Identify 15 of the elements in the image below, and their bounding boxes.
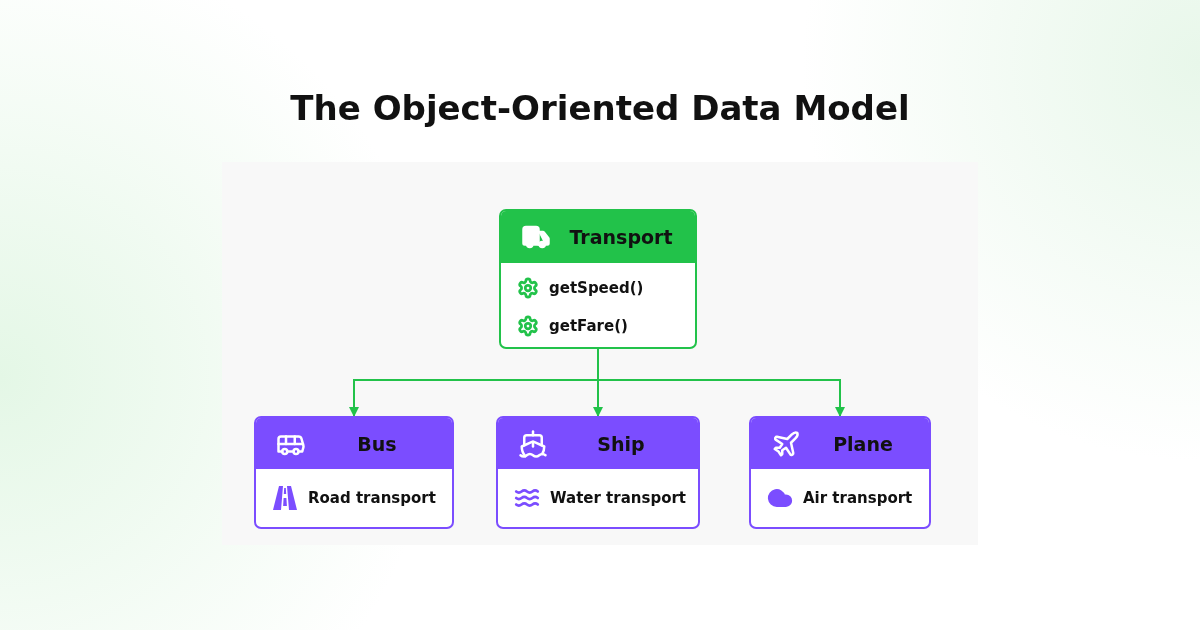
- connector-arrow: [597, 348, 845, 417]
- class-box: [496, 416, 700, 529]
- description-text: Road transport: [308, 489, 436, 507]
- class-name: Ship: [596, 432, 646, 455]
- class-box: [254, 416, 454, 529]
- class-name: Bus: [356, 432, 398, 455]
- class-name: Plane: [832, 432, 894, 455]
- class-name: Transport: [568, 226, 674, 248]
- description-text: Water transport: [550, 489, 686, 507]
- method-name: getFare(): [549, 317, 628, 335]
- class-box: [749, 416, 931, 529]
- method-name: getSpeed(): [549, 279, 644, 297]
- description-text: Air transport: [803, 489, 913, 507]
- diagram-title: The Object-Oriented Data Model: [289, 88, 911, 128]
- class-box: [499, 209, 697, 349]
